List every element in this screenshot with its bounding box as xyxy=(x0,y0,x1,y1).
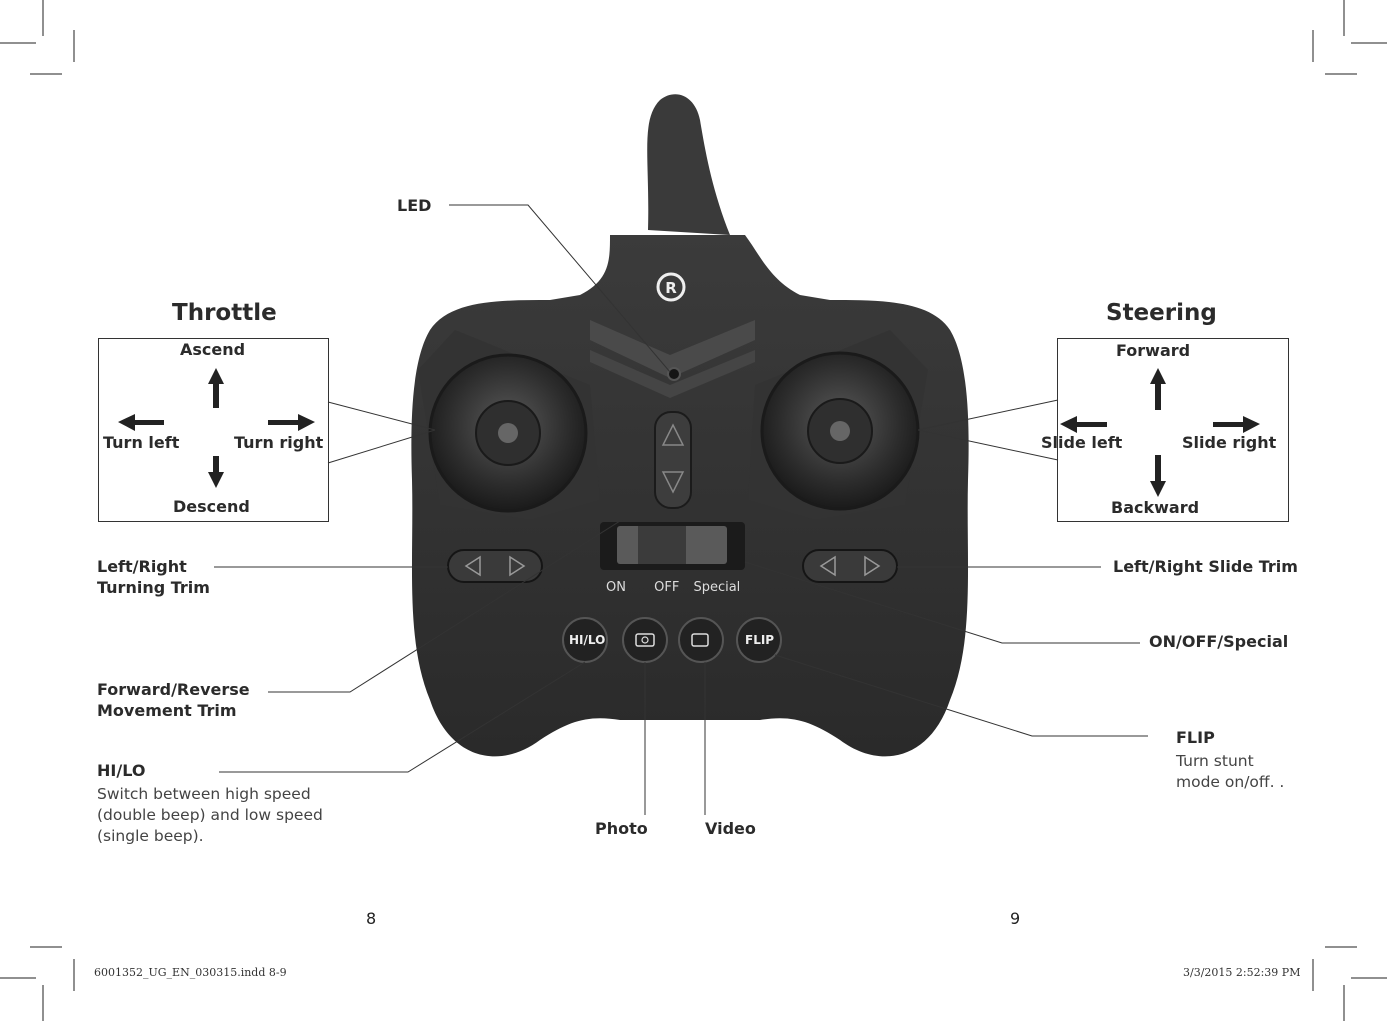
footer-filename: 6001352_UG_EN_030315.indd 8-9 xyxy=(94,966,287,979)
svg-text:R: R xyxy=(665,279,677,297)
flip-title: FLIP xyxy=(1176,728,1215,747)
lr-turning-trim-line1: Left/Right xyxy=(97,557,187,576)
forward-reverse-trim xyxy=(654,411,692,509)
steering-box xyxy=(1057,338,1289,522)
hilo-desc-line3: (single beep). xyxy=(97,827,204,845)
led-label: LED xyxy=(397,196,432,215)
throttle-turn-left-label: Turn left xyxy=(103,433,180,452)
fr-trim-label: Forward/Reverse Movement Trim xyxy=(97,679,250,721)
page-number-right: 9 xyxy=(1010,909,1021,928)
flip-button xyxy=(736,617,782,663)
lr-turning-trim-line2: Turning Trim xyxy=(97,578,210,597)
switch-on-label: ON xyxy=(606,580,626,595)
flip-button-label: FLIP xyxy=(745,633,775,647)
video-button xyxy=(678,617,724,663)
switch-off-label: OFF xyxy=(654,580,680,595)
hilo-description: Switch between high speed (double beep) … xyxy=(97,784,323,847)
on-off-special-label: ON/OFF/Special xyxy=(1149,632,1289,651)
photo-label: Photo xyxy=(595,819,648,838)
throttle-descend-label: Descend xyxy=(173,497,250,516)
lr-turning-trim-label: Left/Right Turning Trim xyxy=(97,556,210,598)
left-turning-trim xyxy=(447,549,543,583)
controller-switch-labels: ON OFF Special xyxy=(606,580,740,595)
steering-title: Steering xyxy=(1106,300,1217,326)
hilo-title: HI/LO xyxy=(97,761,146,780)
flip-description: Turn stunt mode on/off. . xyxy=(1176,751,1284,793)
video-label: Video xyxy=(705,819,756,838)
throttle-ascend-label: Ascend xyxy=(180,340,246,359)
steering-forward-label: Forward xyxy=(1116,341,1191,360)
throttle-box xyxy=(98,338,329,522)
hilo-desc-line1: Switch between high speed xyxy=(97,785,311,803)
led-light xyxy=(667,367,681,381)
right-slide-trim xyxy=(802,549,898,583)
fr-trim-line1: Forward/Reverse xyxy=(97,680,250,699)
flip-desc-line1: Turn stunt xyxy=(1176,752,1254,770)
footer-timestamp: 3/3/2015 2:52:39 PM xyxy=(1183,966,1301,979)
switch-special-label: Special xyxy=(693,580,741,595)
throttle-title: Throttle xyxy=(172,300,277,326)
steering-slide-right-label: Slide right xyxy=(1182,433,1277,452)
flip-desc-line2: mode on/off. . xyxy=(1176,773,1285,791)
hilo-desc-line2: (double beep) and low speed xyxy=(97,806,323,824)
fr-trim-line2: Movement Trim xyxy=(97,701,237,720)
logo-icon xyxy=(656,272,686,302)
steering-slide-left-label: Slide left xyxy=(1041,433,1123,452)
lr-slide-trim-label: Left/Right Slide Trim xyxy=(1113,557,1298,576)
antenna xyxy=(647,94,730,235)
steering-backward-label: Backward xyxy=(1111,498,1200,517)
page-number-left: 8 xyxy=(366,909,377,928)
throttle-turn-right-label: Turn right xyxy=(234,433,324,452)
hilo-button-label: HI/LO xyxy=(569,633,606,647)
